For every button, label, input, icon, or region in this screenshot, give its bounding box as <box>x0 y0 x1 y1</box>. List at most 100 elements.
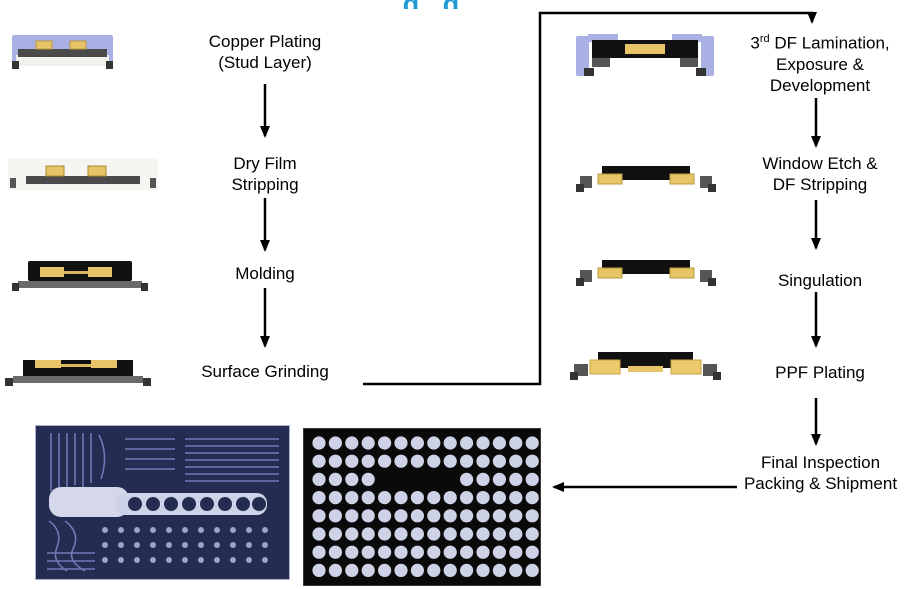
step-label-dry-film-stripping: Dry Film Stripping <box>185 153 345 195</box>
solder-ball-dot <box>345 563 359 577</box>
singulation-cross-section-image <box>572 252 720 297</box>
step-label-line: 3rd DF Lamination, <box>725 29 915 54</box>
solder-ball-dot <box>361 472 375 486</box>
solder-ball-dot <box>328 563 342 577</box>
solder-ball-dot <box>361 509 375 523</box>
solder-ball-dot <box>328 527 342 541</box>
solder-ball-dot <box>378 436 392 450</box>
solder-ball-dot <box>509 509 523 523</box>
molding-cross-section-image <box>10 253 150 300</box>
step-label-surface-grinding: Surface Grinding <box>175 361 355 382</box>
step-label-line: Dry Film <box>233 154 297 173</box>
solder-ball-dot <box>460 472 474 486</box>
step-label-final-inspection: Final Inspection Packing & Shipment <box>728 452 913 494</box>
solder-ball-dot <box>443 527 457 541</box>
solder-ball-dot <box>492 563 506 577</box>
solder-ball-dot <box>525 527 539 541</box>
solder-ball-dot <box>460 545 474 559</box>
solder-ball-dot <box>476 454 490 468</box>
solder-ball-dot <box>525 472 539 486</box>
substrate-circuit-photo <box>34 424 291 585</box>
solder-ball-dot <box>312 454 326 468</box>
lamination-ordinal-sup: rd <box>759 33 770 45</box>
df-lamination-cross-section-image <box>570 30 720 90</box>
solder-ball-dot <box>378 509 392 523</box>
solder-ball-dot <box>427 527 441 541</box>
solder-ball-dot <box>443 491 457 505</box>
solder-ball-dot <box>378 527 392 541</box>
step-label-line: Molding <box>235 264 295 283</box>
solder-ball-dot <box>509 472 523 486</box>
solder-ball-dot <box>312 509 326 523</box>
solder-ball-dot <box>492 472 506 486</box>
solder-ball-dot <box>492 436 506 450</box>
solder-ball-dot <box>443 509 457 523</box>
solder-ball-dot <box>476 527 490 541</box>
solder-ball-dot <box>427 436 441 450</box>
solder-ball-dot <box>361 436 375 450</box>
solder-ball-dot <box>460 563 474 577</box>
solder-ball-dot <box>443 436 457 450</box>
solder-ball-dot <box>410 454 424 468</box>
solder-ball-dot <box>328 472 342 486</box>
solder-ball-dot <box>525 436 539 450</box>
solder-ball-dot <box>460 454 474 468</box>
solder-ball-dot <box>509 454 523 468</box>
solder-ball-dot <box>378 491 392 505</box>
solder-ball-dot <box>410 491 424 505</box>
lamination-number: 3 <box>750 33 760 53</box>
solder-ball-dot <box>361 563 375 577</box>
solder-ball-dot <box>394 454 408 468</box>
solder-ball-dot <box>525 545 539 559</box>
ppf-plating-cross-section-image <box>568 342 723 397</box>
solder-ball-dot <box>394 563 408 577</box>
step-label-line: Stripping <box>231 175 299 194</box>
solder-ball-dot <box>328 509 342 523</box>
solder-ball-dot <box>312 436 326 450</box>
solder-ball-dot <box>509 563 523 577</box>
solder-ball-dot <box>525 563 539 577</box>
step-label-line: Window Etch & <box>762 154 878 173</box>
copper-plating-cross-section-image <box>10 33 115 78</box>
solder-ball-dot <box>394 509 408 523</box>
step-label-molding: Molding <box>185 263 345 284</box>
solder-ball-dot <box>443 454 457 468</box>
solder-ball-dot <box>443 545 457 559</box>
solder-ball-dot <box>476 545 490 559</box>
solder-ball-dot <box>460 509 474 523</box>
step-label-line: PPF Plating <box>775 363 865 382</box>
solder-ball-dot <box>460 527 474 541</box>
solder-ball-dot <box>328 545 342 559</box>
step-label-ppf-plating: PPF Plating <box>740 362 900 383</box>
solder-ball-dot <box>361 545 375 559</box>
solder-ball-dot <box>509 436 523 450</box>
solder-ball-dot <box>394 491 408 505</box>
solder-ball-dot <box>509 545 523 559</box>
solder-ball-dot <box>312 491 326 505</box>
solder-ball-dot <box>492 509 506 523</box>
solder-ball-dot <box>345 491 359 505</box>
solder-ball-dot <box>312 563 326 577</box>
solder-ball-dot <box>394 545 408 559</box>
solder-ball-dot <box>410 509 424 523</box>
solder-ball-dot <box>345 472 359 486</box>
solder-ball-dot <box>410 563 424 577</box>
solder-ball-dot <box>312 545 326 559</box>
cropped-title-fragment: g g <box>403 0 468 9</box>
solder-ball-dot <box>476 509 490 523</box>
solder-ball-dot <box>460 436 474 450</box>
step-label-line: Surface Grinding <box>201 362 329 381</box>
solder-ball-dot <box>460 491 474 505</box>
solder-ball-dot <box>378 545 392 559</box>
solder-ball-dot <box>443 563 457 577</box>
solder-ball-dot <box>427 563 441 577</box>
solder-ball-dot <box>328 436 342 450</box>
step-label-df-lamination: 3rd DF Lamination, Exposure & Developmen… <box>725 29 915 96</box>
solder-ball-dot <box>345 436 359 450</box>
solder-ball-dot <box>361 527 375 541</box>
solder-ball-dot <box>410 527 424 541</box>
solder-ball-dot <box>394 527 408 541</box>
solder-ball-dot <box>492 545 506 559</box>
solder-ball-dot <box>492 491 506 505</box>
